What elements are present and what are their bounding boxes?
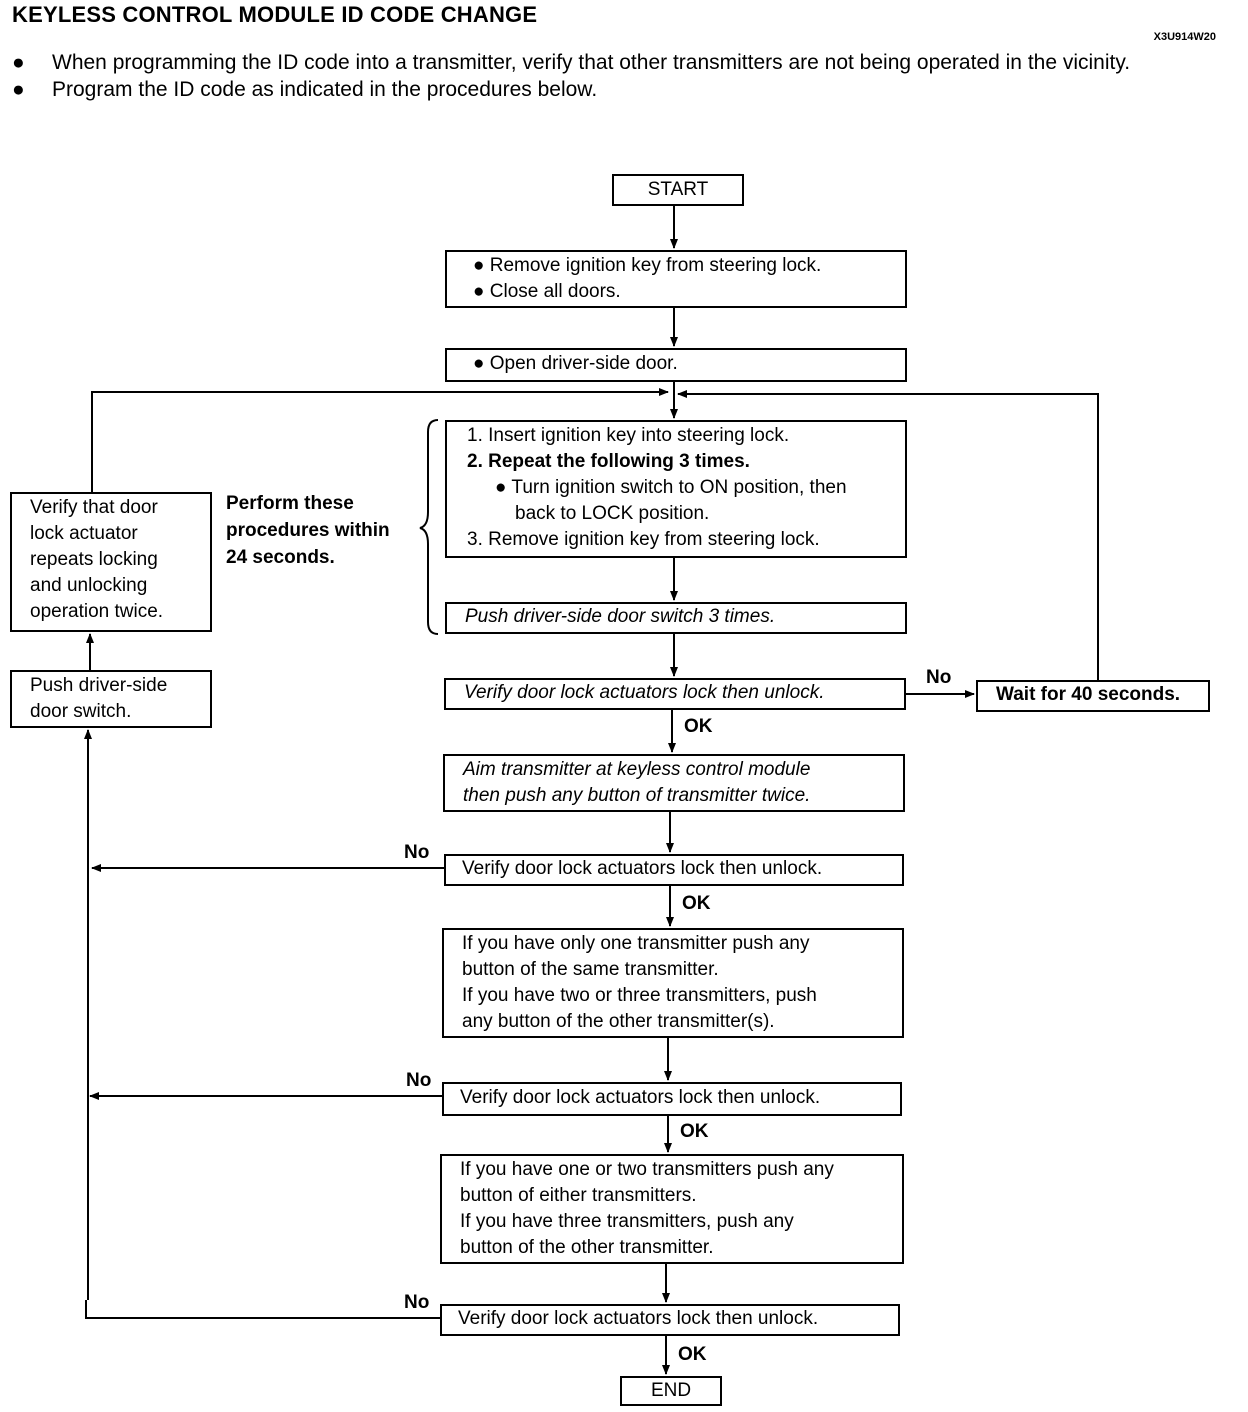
instruction-text: and unlocking — [30, 575, 148, 596]
no-label: No — [926, 667, 952, 688]
verify-text: Verify door lock actuators lock then unl… — [458, 1308, 819, 1329]
no-label: No — [404, 842, 430, 863]
step-remove-key-close-doors: ● Remove ignition key from steering lock… — [445, 250, 907, 308]
instruction-text: door switch. — [30, 701, 132, 722]
intro-list: ● When programming the ID code into a tr… — [12, 50, 1232, 104]
brace-icon — [419, 419, 439, 635]
step-text: ● Open driver-side door. — [473, 353, 678, 374]
verify-text: Verify door lock actuators lock then unl… — [460, 1087, 821, 1108]
step-ignition-sequence: 1. Insert ignition key into steering loc… — [445, 420, 907, 558]
no-label: No — [406, 1070, 432, 1091]
ok-label: OK — [682, 893, 711, 914]
instruction-text: repeats locking — [30, 549, 158, 570]
instruction-text: operation twice. — [30, 601, 164, 622]
aim-text: Aim transmitter at keyless control modul… — [463, 759, 811, 780]
one-transmitter-node: If you have only one transmitter push an… — [442, 928, 904, 1038]
instruction-text: Push driver-side — [30, 675, 168, 696]
instruction-text: If you have three transmitters, push any — [460, 1211, 794, 1232]
instruction-text: button of the other transmitter. — [460, 1237, 714, 1258]
step-text: 1. Insert ignition key into steering loc… — [467, 425, 790, 446]
step-push-door-switch: Push driver-side door switch 3 times. — [445, 602, 907, 634]
step-text: back to LOCK position. — [515, 503, 710, 524]
verify-node-3: Verify door lock actuators lock then unl… — [442, 1082, 902, 1116]
connector-verify-twice-loop — [91, 388, 669, 492]
step-text: Push driver-side door switch 3 times. — [465, 606, 776, 627]
instruction-text: If you have one or two transmitters push… — [460, 1159, 834, 1180]
note-text: Perform these — [226, 493, 354, 514]
aim-transmitter-node: Aim transmitter at keyless control modul… — [443, 754, 905, 812]
note-text: procedures within — [226, 520, 390, 541]
wait-node: Wait for 40 seconds. — [976, 680, 1210, 712]
verify-node-2: Verify door lock actuators lock then unl… — [444, 854, 904, 886]
verify-node-1: Verify door lock actuators lock then unl… — [444, 678, 906, 710]
document-code: X3U914W20 — [1153, 31, 1216, 43]
aim-text: then push any button of transmitter twic… — [463, 785, 811, 806]
two-transmitter-node: If you have one or two transmitters push… — [440, 1154, 904, 1264]
instruction-text: Verify that door — [30, 497, 158, 518]
timing-note: Perform these procedures within 24 secon… — [226, 490, 390, 571]
connector-no-verify4 — [85, 1300, 440, 1319]
step-text: ● Close all doors. — [473, 281, 621, 302]
instruction-text: lock actuator — [30, 523, 138, 544]
ok-label: OK — [684, 716, 713, 737]
intro-item: ● When programming the ID code into a tr… — [12, 50, 1232, 75]
ok-label: OK — [678, 1344, 707, 1365]
instruction-text: any button of the other transmitter(s). — [462, 1011, 775, 1032]
note-text: 24 seconds. — [226, 547, 335, 568]
ok-label: OK — [680, 1121, 709, 1142]
start-node: START — [612, 174, 744, 206]
intro-item: ● Program the ID code as indicated in th… — [12, 77, 1232, 102]
step-text: 3. Remove ignition key from steering loc… — [467, 529, 820, 550]
step-text: 2. Repeat the following 3 times. — [467, 451, 750, 472]
instruction-text: If you have only one transmitter push an… — [462, 933, 810, 954]
instruction-text: button of the same transmitter. — [462, 959, 719, 980]
end-node: END — [620, 1376, 722, 1406]
intro-text: Program the ID code as indicated in the … — [52, 78, 598, 101]
verify-text: Verify door lock actuators lock then unl… — [462, 858, 823, 879]
instruction-text: If you have two or three transmitters, p… — [462, 985, 817, 1006]
verify-node-4: Verify door lock actuators lock then unl… — [440, 1304, 900, 1336]
end-label: END — [650, 1380, 692, 1401]
wait-text: Wait for 40 seconds. — [996, 684, 1181, 705]
verify-twice-node: Verify that door lock actuator repeats l… — [10, 492, 212, 632]
push-switch-node: Push driver-side door switch. — [10, 670, 212, 728]
verify-text: Verify door lock actuators lock then unl… — [464, 682, 825, 703]
no-label: No — [404, 1292, 430, 1313]
step-text: ● Remove ignition key from steering lock… — [473, 255, 822, 276]
start-label: START — [647, 179, 709, 200]
step-text: ● Turn ignition switch to ON position, t… — [495, 477, 847, 498]
instruction-text: button of either transmitters. — [460, 1185, 697, 1206]
intro-text: When programming the ID code into a tran… — [52, 51, 1131, 74]
bullet-icon: ● — [12, 51, 25, 74]
connector-wait-loop — [677, 390, 1099, 680]
step-open-door: ● Open driver-side door. — [445, 348, 907, 382]
bullet-icon: ● — [12, 78, 25, 101]
page-title: KEYLESS CONTROL MODULE ID CODE CHANGE — [12, 2, 538, 27]
